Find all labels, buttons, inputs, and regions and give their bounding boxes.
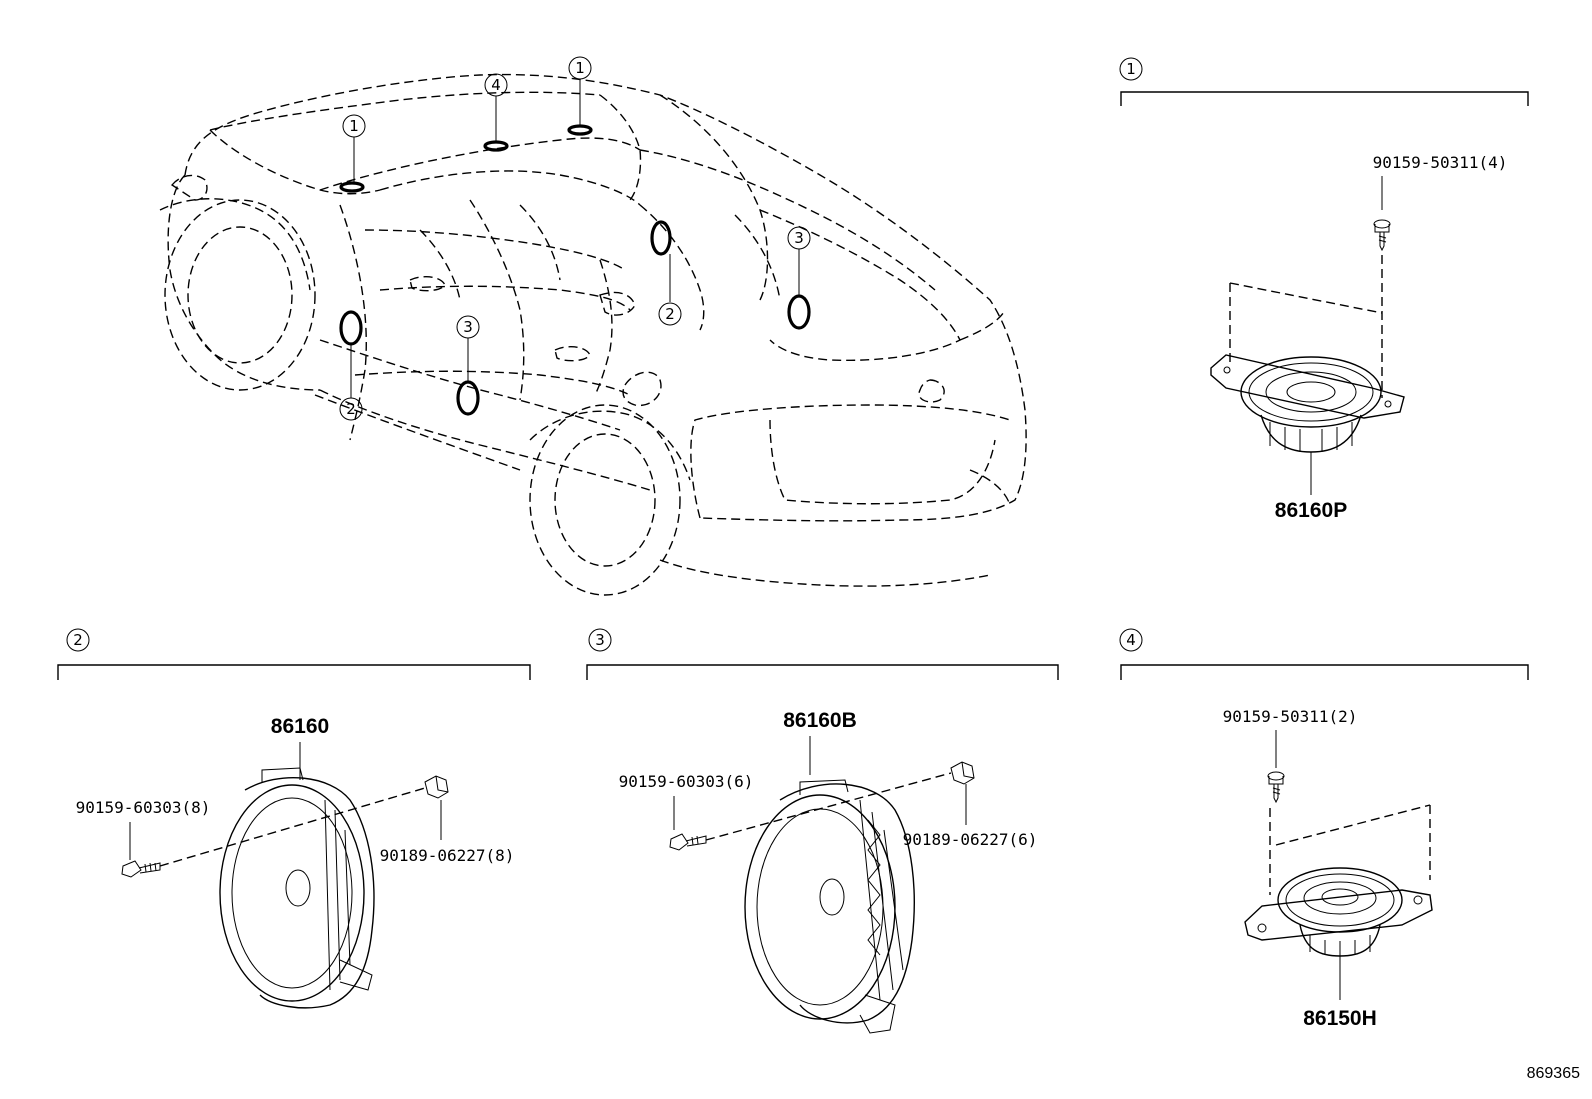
section-1-part-number: 86160P [1275,499,1347,522]
callout-4-roof: 4 [491,76,501,94]
callout-3-far-door: 3 [794,229,804,247]
clip-icon [424,775,449,799]
section-1-fastener: 90159-50311(4) [1373,153,1508,172]
section-2-clip-code: 90189-06227(8) [380,846,515,865]
section-2-bolt-code: 90159-60303(8) [76,798,211,817]
section-2-part-number: 86160 [271,715,329,738]
speaker-86160 [219,767,375,1009]
bolt-icon [121,860,161,878]
section-3-part-number: 86160B [783,709,857,732]
section-2: 2 86160 90159-60303(8) 90189-06227(8) [57,628,531,1009]
section-4: 4 90159-50311(2) 86150H [1119,628,1529,1030]
section-1: 1 90159-50311(4) 86160P [1119,57,1529,522]
tweeter-86150H [1244,867,1433,957]
callout-1-rear: 1 [575,59,585,77]
section-3-bolt-code: 90159-60303(6) [619,772,754,791]
section-3-clip-code: 90189-06227(6) [903,830,1038,849]
callout-2-far-door: 2 [665,305,675,323]
section-3: 3 86160B 90159-60303(6) 90189-06227(6) [586,628,1059,1034]
callout-2-front-door: 2 [346,400,356,418]
speaker-86160B [744,779,915,1034]
screw-icon [1373,219,1391,252]
callout-3-rear-door: 3 [463,318,473,336]
section-4-fastener: 90159-50311(2) [1223,707,1358,726]
illustration-number: 869365 [1527,1065,1580,1082]
section-4-part-number: 86150H [1303,1007,1377,1030]
section-2-number: 2 [73,631,83,649]
screw-icon [1267,771,1285,804]
section-1-number: 1 [1126,60,1136,78]
section-3-number: 3 [595,631,605,649]
clip-icon [950,761,975,785]
bolt-icon [669,833,707,851]
section-4-number: 4 [1126,631,1136,649]
tweeter-86160P [1210,354,1405,453]
car-illustration: 1 4 1 2 3 2 3 [159,56,1027,596]
callout-1-front: 1 [349,117,359,135]
